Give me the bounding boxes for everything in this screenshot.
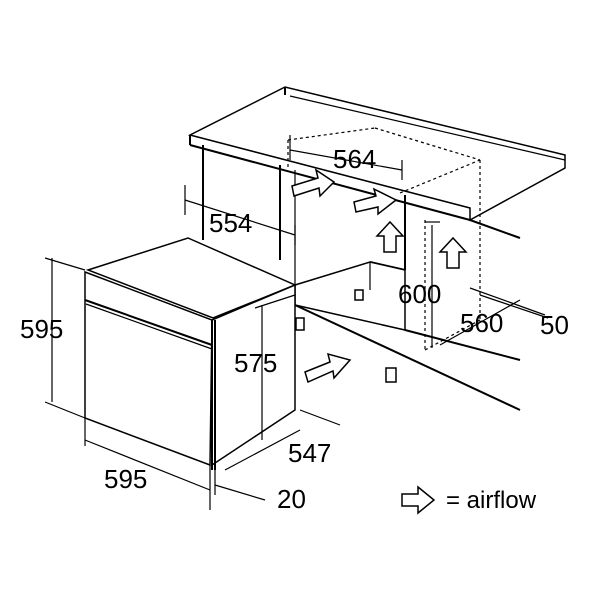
dim-front-depth: 20 [277, 484, 306, 514]
dim-niche-depth-side: 554 [209, 208, 252, 238]
countertop [187, 86, 566, 239]
airflow-arrow-icon [375, 220, 405, 253]
niche-outline-dashed [287, 127, 481, 351]
airflow-arrow-icon [353, 187, 398, 216]
dim-niche-height: 600 [398, 279, 441, 309]
legend: = airflow [401, 485, 537, 515]
dim-niche-width: 560 [460, 308, 503, 338]
cabinet-niche [202, 145, 521, 411]
legend-label: = airflow [446, 487, 537, 514]
dim-body-depth: 547 [288, 438, 331, 468]
dim-niche-width-top: 564 [333, 144, 376, 174]
airflow-arrow-icon [304, 352, 352, 384]
dimension-lines [44, 135, 549, 510]
dim-vent-gap: 50 [540, 310, 569, 340]
airflow-legend-icon [401, 485, 436, 515]
airflow-arrow-icon [438, 236, 468, 269]
dim-oven-depth-total: 575 [234, 348, 277, 378]
dim-oven-width: 595 [104, 464, 147, 494]
oven [84, 237, 297, 470]
airflow-arrow-icon [291, 168, 336, 198]
airflow-arrows [291, 168, 468, 384]
dim-oven-height: 595 [20, 314, 63, 344]
